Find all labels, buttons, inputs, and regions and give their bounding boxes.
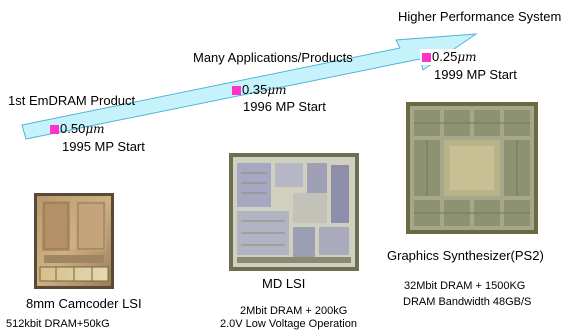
milestone-050-node: 0.50μm (50, 121, 105, 137)
graphics-synthesizer-spec-2: DRAM Bandwidth 48GB/S (403, 296, 532, 308)
higher-performance-label: Higher Performance System (398, 9, 562, 24)
md-lsi-name: MD LSI (262, 276, 306, 291)
many-applications-caption: Many Applications/Products (193, 50, 353, 65)
md-lsi-spec-2: 2.0V Low Voltage Operation (220, 318, 357, 330)
graphics-synthesizer-spec-1: 32Mbit DRAM + 1500KG (404, 280, 526, 292)
milestone-025-node: 0.25μm (420, 49, 480, 65)
milestone-035-node: 0.35μm (232, 82, 287, 98)
milestone-035-start: 1996 MP Start (243, 99, 326, 114)
milestone-marker (50, 125, 59, 134)
milestone-050-start: 1995 MP Start (62, 139, 145, 154)
camcoder-chip-image (34, 193, 114, 289)
md-lsi-chip-image (229, 153, 359, 271)
camcoder-lsi-spec: 512kbit DRAM+50kG (6, 318, 110, 330)
graphics-synthesizer-name: Graphics Synthesizer(PS2) (387, 248, 544, 263)
milestone-marker (422, 53, 431, 62)
graphics-synthesizer-chip-image (406, 102, 538, 234)
milestone-marker (232, 86, 241, 95)
camcoder-lsi-name: 8mm Camcoder LSI (26, 296, 142, 311)
milestone-025-start: 1999 MP Start (434, 67, 517, 82)
first-emdram-caption: 1st EmDRAM Product (8, 93, 136, 108)
md-lsi-spec-1: 2Mbit DRAM + 200kG (240, 305, 348, 317)
